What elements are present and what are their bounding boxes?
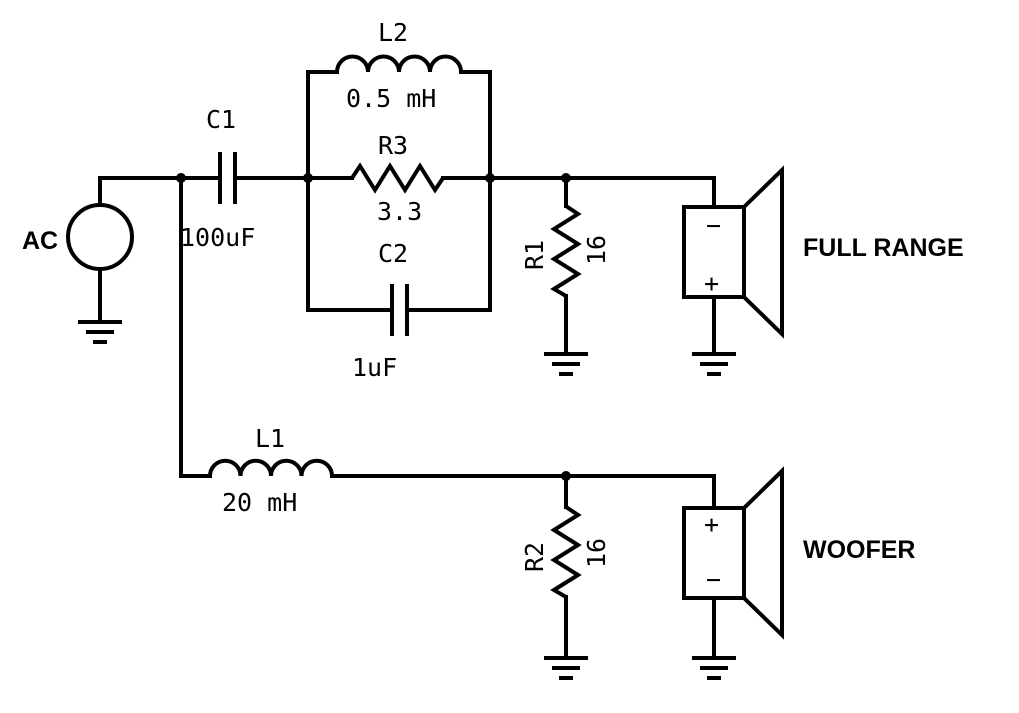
ground-r2: [544, 656, 588, 680]
r3-value-label: 3.3: [377, 197, 422, 226]
wires: [98, 70, 716, 660]
r3-ref-label: R3: [378, 131, 408, 160]
r2-value-label: 16: [582, 538, 611, 568]
resistor-r1: R1 16: [520, 204, 611, 298]
ac-source-symbol: [66, 203, 134, 271]
wire-l2-right: [459, 70, 492, 180]
inductor-l1: L1 20 mH: [208, 424, 334, 517]
wire-l1-left: [179, 176, 212, 478]
junction-dot: [561, 173, 571, 183]
wire-to-fullrange: [488, 176, 716, 209]
ground-r1: [544, 352, 588, 376]
wire-c2-right: [405, 176, 492, 312]
l2-value-label: 0.5 mH: [346, 84, 436, 113]
r3-zigzag: [350, 162, 445, 194]
woofer-top-pin: +: [704, 510, 719, 539]
wire-to-woofer: [330, 474, 716, 510]
inductor-l2: L2 0.5 mH: [335, 18, 463, 113]
woofer-label: WOOFER: [803, 536, 916, 564]
full-range-top-pin: −: [706, 211, 721, 240]
woofer-cone-icon: [742, 466, 784, 640]
speaker-woofer: + − WOOFER: [682, 466, 916, 640]
junction-dot: [303, 173, 313, 183]
wire-l2-left: [306, 70, 339, 180]
l1-value-label: 20 mH: [222, 488, 297, 517]
wire-c2-left: [306, 176, 394, 312]
r1-ref-label: R1: [520, 240, 549, 270]
woofer-bottom-pin: −: [706, 565, 721, 594]
ac-source-label: AC: [22, 227, 58, 255]
junction-dot: [176, 173, 186, 183]
junctions: [176, 173, 571, 481]
ground-full-range: [692, 352, 736, 376]
r2-zigzag: [550, 505, 582, 599]
capacitor-c2: C2 1uF: [352, 239, 409, 382]
resistor-r2: R2 16: [520, 505, 611, 599]
full-range-cone-icon: [742, 165, 784, 339]
c2-value-label: 1uF: [352, 353, 397, 382]
c1-value-label: 100uF: [180, 223, 255, 252]
ground-woofer: [692, 656, 736, 680]
full-range-bottom-pin: +: [704, 269, 719, 298]
junction-dot: [485, 173, 495, 183]
l2-ref-label: L2: [378, 18, 408, 47]
speaker-full-range: − + FULL RANGE: [682, 165, 964, 339]
resistor-r3: R3 3.3: [350, 131, 445, 226]
c2-ref-label: C2: [378, 239, 408, 268]
r2-ref-label: R2: [520, 542, 549, 572]
capacitor-c1: C1 100uF: [180, 105, 255, 252]
ground-ac: [78, 320, 122, 344]
r1-zigzag: [550, 204, 582, 298]
full-range-label: FULL RANGE: [803, 234, 964, 262]
l1-coil: [208, 458, 334, 477]
junction-dot: [561, 471, 571, 481]
l2-coil: [335, 54, 463, 73]
ac-source: AC: [22, 203, 134, 271]
l1-ref-label: L1: [255, 424, 285, 453]
c1-ref-label: C1: [206, 105, 236, 134]
r1-value-label: 16: [582, 235, 611, 265]
wire-ac-top: [98, 176, 222, 205]
